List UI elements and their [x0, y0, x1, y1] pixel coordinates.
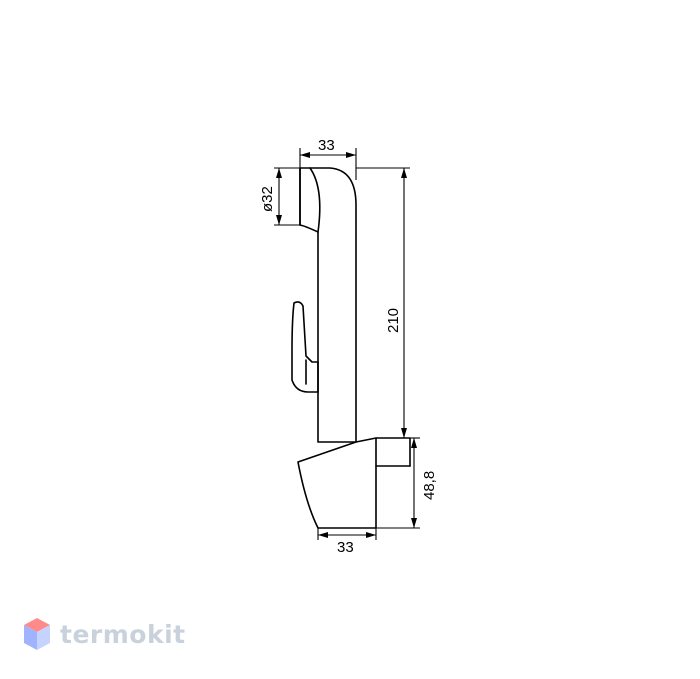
hexagon-logo-icon — [24, 618, 50, 650]
dimension-total-height: 210 — [356, 167, 410, 438]
dimension-label-head-diameter: ø32 — [259, 186, 276, 212]
dimension-label-base-width: 33 — [337, 539, 354, 556]
dimension-label-total-height: 210 — [385, 308, 402, 333]
dimension-base-width: 33 — [317, 528, 377, 556]
termokit-logo: termokit — [22, 614, 186, 654]
trigger-lever — [291, 301, 319, 393]
dimension-base-height: 48,8 — [376, 437, 438, 529]
base-holder — [297, 437, 411, 529]
dimension-label-base-height: 48,8 — [421, 471, 438, 500]
dimension-top-width: 33 — [299, 137, 357, 180]
dimension-label-top-width: 33 — [318, 137, 335, 154]
shower-head-outline — [299, 167, 357, 443]
logo-wordmark: termokit — [60, 619, 186, 649]
dimension-head-diameter: ø32 — [259, 167, 300, 226]
